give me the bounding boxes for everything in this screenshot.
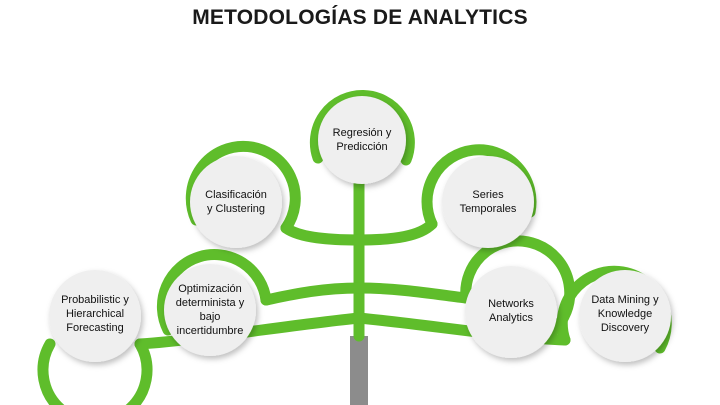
tree-trunk xyxy=(350,336,368,405)
node-clasificacion xyxy=(190,156,282,248)
ring-regresion xyxy=(309,90,415,166)
ring-optimizacion xyxy=(156,249,272,336)
node-series xyxy=(442,156,534,248)
node-optimizacion xyxy=(164,264,256,356)
node-networks xyxy=(465,266,557,358)
label-networks: Networks Analytics xyxy=(488,298,534,324)
page-title: METODOLOGÍAS DE ANALYTICS xyxy=(192,6,528,29)
label-optimizacion: Optimización determinista y bajo incerti… xyxy=(175,283,245,337)
label-datamining: Data Mining y Knowledge Discovery xyxy=(591,294,659,334)
node-probabilistic xyxy=(49,270,141,362)
label-clasificacion: Clasificación y Clustering xyxy=(205,189,267,215)
node-regresion xyxy=(318,96,406,184)
label-regresion: Regresión y Predicción xyxy=(332,127,392,153)
label-series: Series Temporales xyxy=(459,189,517,215)
branch-series xyxy=(353,218,438,246)
branch-optimizacion xyxy=(260,282,365,306)
node-datamining xyxy=(579,270,671,362)
label-probabilistic: Probabilistic y Hierarchical Forecasting xyxy=(61,294,129,334)
branch-clasificacion xyxy=(280,222,365,246)
branch-networks xyxy=(353,282,472,304)
ring-probabilistic xyxy=(37,338,153,405)
